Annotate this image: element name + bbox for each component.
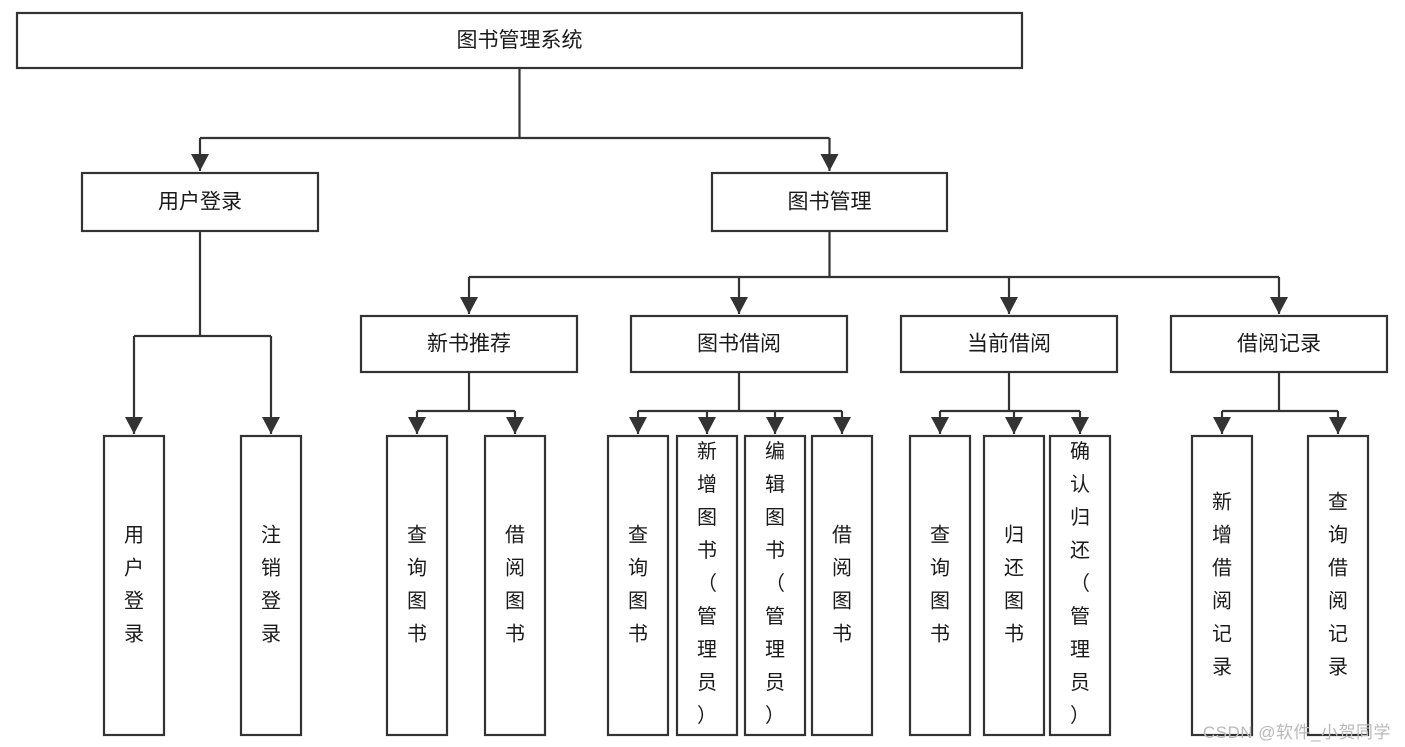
arrow-head-icon (1329, 417, 1347, 434)
node-label: 图书借阅 (697, 333, 781, 356)
node-label: 当前借阅 (967, 333, 1051, 356)
node-label: 新书推荐 (427, 333, 511, 356)
node-leaf-leaf-query-book-2[interactable]: 查询图书 (606, 434, 670, 737)
arrow-head-icon (1213, 417, 1231, 434)
node-label: 归还图书 (1004, 524, 1024, 646)
node-leaf-leaf-edit-book[interactable]: 编辑图书（管理员） (743, 434, 807, 737)
arrow-head-icon (125, 417, 143, 434)
node-l3-borrow-record[interactable]: 借阅记录 (1169, 314, 1389, 374)
node-label: 新增借阅记录 (1212, 491, 1232, 679)
arrow-head-icon (262, 417, 280, 434)
node-leaf-leaf-add-book[interactable]: 新增图书（管理员） (675, 434, 739, 737)
node-leaf-leaf-borrow-book-1[interactable]: 借阅图书 (483, 434, 547, 737)
arrow-head-icon (460, 297, 478, 314)
arrow-head-icon (191, 154, 209, 171)
arrow-head-icon (1270, 297, 1288, 314)
node-label: 图书管理 (788, 191, 872, 214)
node-label: 用户登录 (158, 191, 242, 214)
node-leaf-leaf-confirm-return[interactable]: 确认归还（管理员） (1048, 434, 1112, 737)
arrow-head-icon (629, 417, 647, 434)
node-label: 查询图书 (407, 524, 427, 646)
node-leaf-leaf-borrow-book-2[interactable]: 借阅图书 (810, 434, 874, 737)
node-leaf-leaf-add-record[interactable]: 新增借阅记录 (1190, 434, 1254, 737)
arrow-head-icon (408, 417, 426, 434)
node-root-图书管理系统[interactable]: 图书管理系统 (15, 11, 1024, 70)
node-label: 借阅记录 (1237, 333, 1321, 356)
node-leaf-leaf-user-logout[interactable]: 注销登录 (239, 434, 303, 737)
node-label: 图书管理系统 (457, 29, 583, 52)
node-label: 借阅图书 (832, 524, 852, 646)
arrow-head-icon (1000, 297, 1018, 314)
node-label: 查询图书 (930, 524, 950, 646)
node-label: 确认归还（管理员） (1070, 440, 1090, 727)
node-leaf-leaf-user-login[interactable]: 用户登录 (102, 434, 166, 737)
node-l3-current-borrow[interactable]: 当前借阅 (899, 314, 1119, 374)
arrow-head-icon (766, 417, 784, 434)
node-label: 用户登录 (124, 525, 144, 646)
node-label: 注销登录 (261, 524, 281, 646)
node-label: 新增图书（管理员） (697, 440, 717, 727)
arrow-head-icon (698, 417, 716, 434)
arrow-head-icon (820, 154, 839, 171)
arrow-head-icon (833, 417, 851, 434)
node-l2-user-login[interactable]: 用户登录 (80, 171, 320, 233)
node-label: 编辑图书（管理员） (765, 440, 785, 727)
node-label: 查询借阅记录 (1328, 491, 1348, 679)
node-label: 借阅图书 (505, 524, 525, 646)
node-leaf-leaf-query-record[interactable]: 查询借阅记录 (1306, 434, 1370, 737)
node-l2-book-manage[interactable]: 图书管理 (710, 171, 949, 233)
node-l3-new-book-rec[interactable]: 新书推荐 (359, 314, 579, 374)
arrow-head-icon (1005, 417, 1023, 434)
node-leaf-leaf-query-book-1[interactable]: 查询图书 (385, 434, 449, 737)
arrow-head-icon (506, 417, 524, 434)
arrow-head-icon (931, 417, 949, 434)
node-leaf-leaf-return-book[interactable]: 归还图书 (982, 434, 1046, 737)
arrow-head-icon (1071, 417, 1089, 434)
node-leaf-leaf-query-book-3[interactable]: 查询图书 (908, 434, 972, 737)
node-label: 查询图书 (628, 524, 648, 646)
arrow-head-icon (730, 297, 748, 314)
node-l3-book-borrow[interactable]: 图书借阅 (629, 314, 849, 374)
